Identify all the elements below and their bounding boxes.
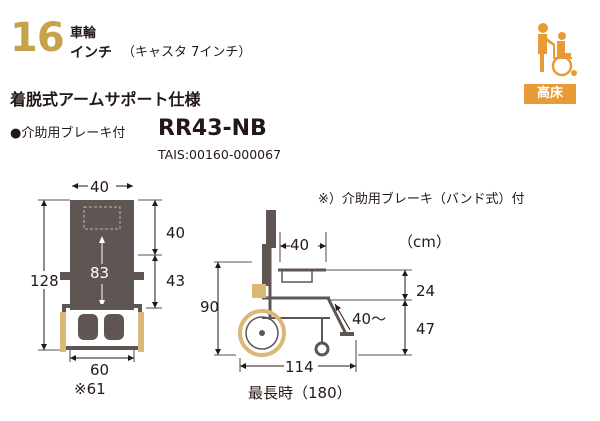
brake-note: ※）介助用ブレーキ（バンド式）付 xyxy=(318,192,525,207)
tais-code: TAIS:00160-000067 xyxy=(158,147,282,162)
side-armrest-width: 40 xyxy=(290,236,310,254)
wheel-type-label: 車輪 xyxy=(70,26,97,41)
product-subtitle: 着脱式アームサポート仕様 xyxy=(10,90,201,109)
side-length: 114 xyxy=(285,358,314,376)
front-top-width: 40 xyxy=(90,178,110,196)
front-total-height: 128 xyxy=(30,272,59,290)
side-height: 90 xyxy=(200,298,220,316)
wheel-unit-label: インチ xyxy=(70,45,112,61)
side-seat-height: 47 xyxy=(416,320,436,338)
model-number: RR43-NB xyxy=(158,116,267,141)
front-view-diagram xyxy=(28,178,162,362)
front-bottom-width: 60 xyxy=(90,361,110,379)
side-max-length: 最長時（180） xyxy=(248,384,352,402)
caster-size-label: （キャスタ 7インチ） xyxy=(122,45,252,60)
front-backrest-depth: 40 xyxy=(166,224,186,242)
brake-feature-label: ●介助用ブレーキ付 xyxy=(10,126,126,141)
side-leg-length: 40〜 xyxy=(352,310,387,328)
side-armrest-height: 24 xyxy=(416,282,436,300)
front-bottom-width-alt: ※61 xyxy=(74,380,106,398)
wheel-size: 16 xyxy=(10,15,65,61)
side-view-diagram xyxy=(214,210,412,374)
category-badge: 高床 xyxy=(524,84,576,104)
caregiver-pushing-wheelchair-icon xyxy=(538,23,577,77)
front-seat-height: 43 xyxy=(166,272,186,290)
front-inner-length: 83 xyxy=(90,264,110,282)
unit-label: （cm） xyxy=(398,233,451,251)
